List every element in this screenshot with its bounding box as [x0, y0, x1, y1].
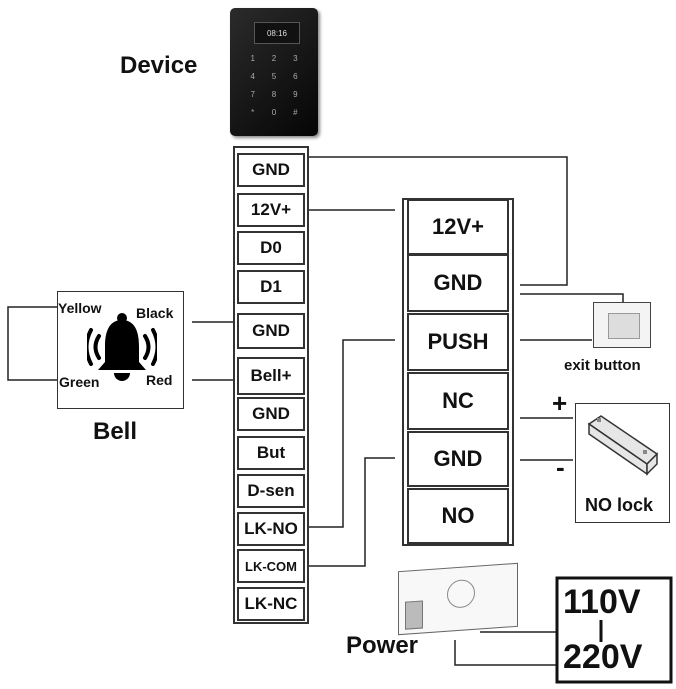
- lock-label: NO lock: [585, 495, 654, 515]
- bell-title: Bell: [93, 418, 138, 445]
- device-key: #: [293, 108, 298, 117]
- device-title: Device: [120, 52, 198, 79]
- controller-nc: NC: [407, 372, 509, 430]
- power-supply-fan: [447, 578, 475, 609]
- terminal-gnd-1: GND: [237, 153, 305, 187]
- device-key: 0: [271, 108, 277, 117]
- device-key: 9: [293, 90, 298, 99]
- exit-button-label: exit button: [564, 357, 641, 374]
- terminal-lk-no: LK-NO: [237, 512, 305, 546]
- keypad-device: 08:16 1 2 3 4 5 6 7 8 9 * 0 #: [230, 8, 318, 136]
- bell-wire-black: Black: [136, 305, 174, 321]
- power-voltage-220v: 220V: [563, 638, 643, 676]
- exit-button-plate: [608, 313, 640, 339]
- device-screen: 08:16: [254, 22, 300, 44]
- device-key: 2: [271, 54, 277, 63]
- lock-plus-sign: +: [552, 388, 568, 418]
- device-key: 6: [293, 72, 298, 81]
- bell-wire-red: Red: [146, 372, 173, 388]
- bell-wire-green: Green: [59, 374, 100, 390]
- power-supply-terminals: [405, 600, 423, 630]
- power-label: Power: [346, 632, 419, 659]
- wire-gnd-exit: [520, 293, 624, 302]
- device-key: 1: [250, 54, 255, 63]
- device-key: 3: [293, 54, 298, 63]
- device-key: 8: [271, 90, 277, 99]
- controller-gnd-1: GND: [407, 254, 509, 312]
- device-keypad: 1 2 3 4 5 6 7 8 9 * 0 #: [242, 54, 306, 124]
- lock-minus-sign: -: [556, 452, 565, 482]
- lock-icon: [587, 415, 659, 476]
- device-key: 7: [250, 90, 255, 99]
- power-supply: [398, 562, 518, 636]
- terminal-12v: 12V+: [237, 193, 305, 227]
- terminal-gnd-3: GND: [237, 397, 305, 431]
- wire-lkcom-gnd: [305, 457, 395, 567]
- controller-gnd-2: GND: [407, 431, 509, 487]
- terminal-lk-com: LK-COM: [237, 549, 305, 583]
- terminal-d0: D0: [237, 231, 305, 265]
- controller-no: NO: [407, 488, 509, 544]
- terminal-d1: D1: [237, 270, 305, 304]
- terminal-bell-plus: Bell+: [237, 357, 305, 395]
- wire-power-2: [454, 640, 557, 666]
- bell-wire-yellow: Yellow: [58, 300, 102, 316]
- bell-icon: [87, 313, 157, 381]
- controller-12v: 12V+: [407, 199, 509, 255]
- wire-lkno-push: [305, 339, 395, 528]
- controller-push: PUSH: [407, 313, 509, 371]
- wire-gnd-to-gnd: [305, 156, 568, 286]
- terminal-gnd-2: GND: [237, 313, 305, 349]
- voltage-box: [555, 576, 673, 684]
- exit-button-device: [593, 302, 651, 348]
- terminal-but: But: [237, 436, 305, 470]
- terminal-lk-nc: LK-NC: [237, 587, 305, 621]
- device-key: *: [251, 108, 255, 117]
- terminal-d-sen: D-sen: [237, 474, 305, 508]
- device-key: 4: [250, 72, 255, 81]
- device-key: 5: [271, 72, 277, 81]
- power-voltage-110v: 110V: [563, 583, 641, 621]
- wire-bell-loop: [7, 306, 57, 381]
- device-screen-time: 08:16: [266, 28, 288, 38]
